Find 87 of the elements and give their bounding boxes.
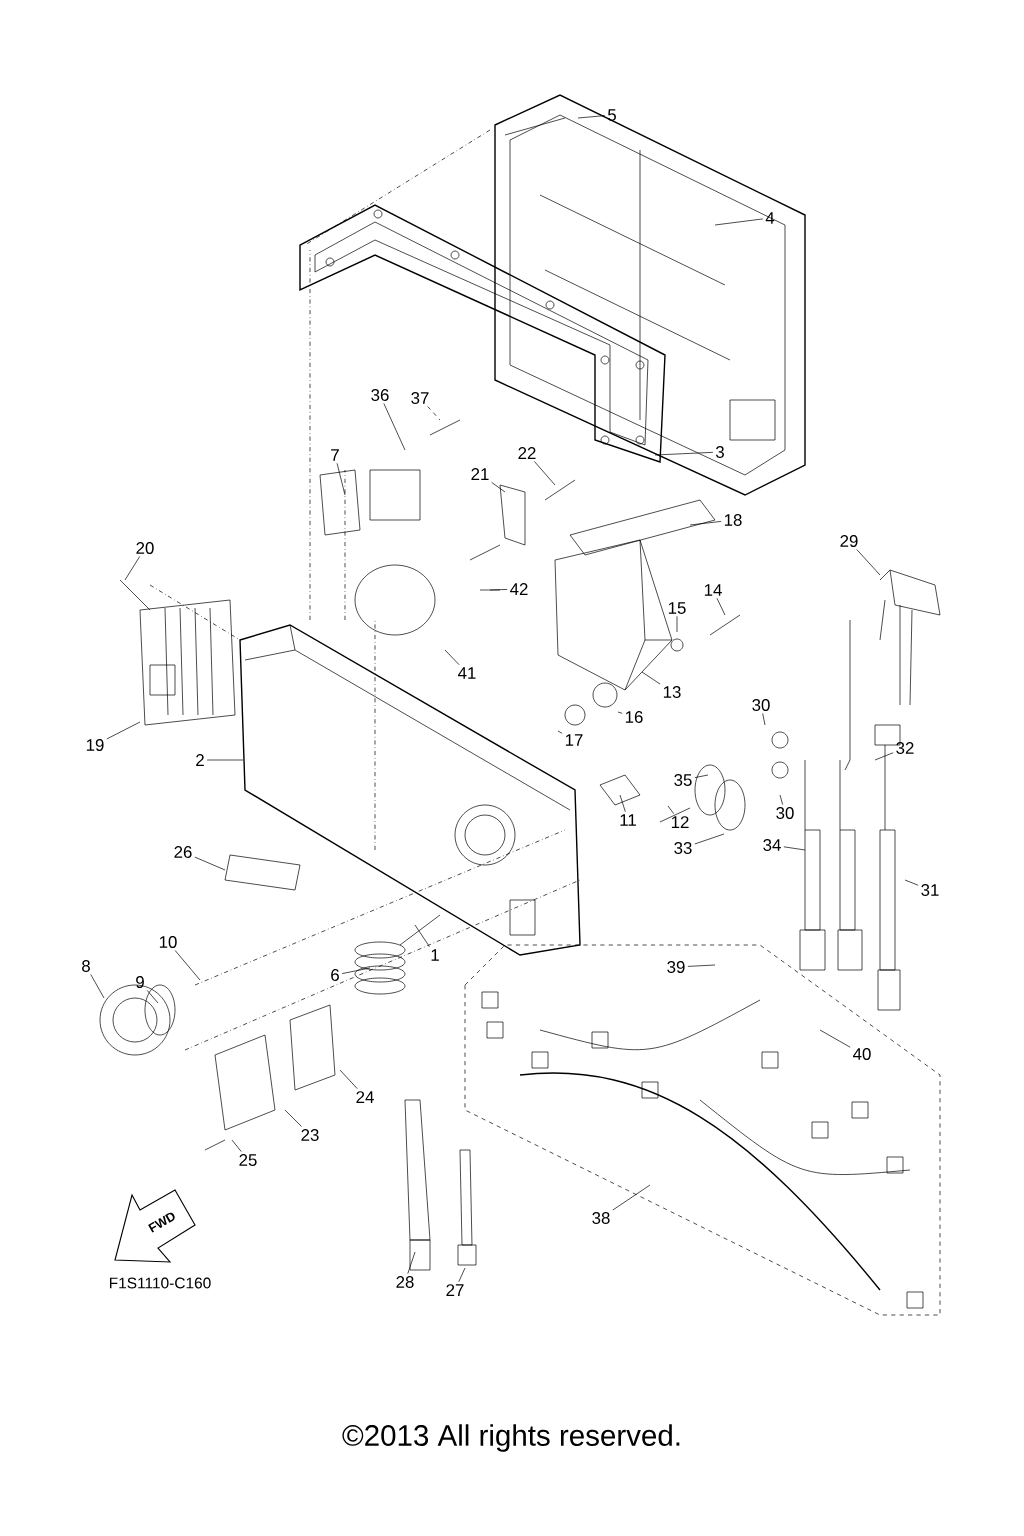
callout-number: 4 — [765, 212, 775, 224]
leader-line — [124, 556, 141, 581]
callout-number: 40 — [853, 1048, 871, 1060]
callout-number: 34 — [763, 839, 781, 851]
callout-number: 1 — [431, 949, 439, 961]
leader-line — [856, 549, 881, 576]
callout-number: 30 — [752, 699, 770, 711]
callout-number: 32 — [896, 742, 914, 754]
leader-line — [617, 711, 623, 714]
callout-number: 3 — [715, 446, 724, 458]
callout-number: 30 — [776, 807, 794, 819]
leader-line — [641, 671, 661, 685]
leader-line — [383, 403, 406, 451]
callout-number: 14 — [704, 584, 722, 596]
leader-line — [676, 616, 678, 633]
callout-number: 28 — [396, 1276, 414, 1288]
callout-number: 2 — [196, 754, 204, 766]
leader-line — [106, 721, 141, 740]
callout-number: 22 — [518, 447, 536, 459]
leader-line — [619, 794, 626, 813]
leader-line — [716, 597, 726, 616]
leader-line — [206, 759, 244, 761]
leader-line — [819, 1029, 851, 1048]
leader-line — [762, 713, 766, 726]
callout-number: 18 — [724, 514, 742, 526]
callout-number: 15 — [668, 602, 686, 614]
leader-line — [779, 794, 783, 805]
callout-number: 19 — [86, 739, 104, 751]
callout-number: 29 — [840, 535, 858, 547]
leader-line — [577, 115, 606, 119]
callout-number: 12 — [671, 816, 689, 828]
callout-number: 6 — [331, 969, 339, 981]
copyright-notice: ©2013 All rights reserved. — [342, 1424, 680, 1452]
leader-line — [174, 950, 201, 981]
callout-number: 33 — [674, 842, 692, 854]
leader-line — [444, 649, 460, 666]
callout-number: 23 — [301, 1129, 319, 1141]
callout-number: 31 — [921, 884, 939, 896]
callout-number: 42 — [510, 583, 528, 595]
callout-number: 27 — [446, 1284, 464, 1296]
leader-line — [689, 521, 722, 526]
callout-number: 5 — [608, 109, 616, 121]
callout-number: 37 — [411, 392, 429, 404]
leader-line — [339, 1069, 358, 1089]
leader-line — [491, 482, 506, 493]
leader-line — [336, 462, 346, 496]
leader-line — [694, 774, 709, 778]
leader-line — [489, 589, 508, 591]
leader-line — [714, 218, 764, 226]
callout-number: 10 — [159, 936, 177, 948]
leader-line — [231, 1139, 242, 1152]
leader-line — [667, 805, 675, 814]
leader-line — [687, 964, 716, 967]
callout-number: 35 — [674, 774, 692, 786]
leader-line — [458, 1267, 466, 1282]
leader-line — [90, 974, 105, 999]
callout-number: 20 — [136, 542, 154, 554]
leader-line — [341, 967, 371, 974]
callout-number: 17 — [565, 734, 583, 746]
callout-number: 26 — [174, 846, 192, 858]
callout-number: 13 — [663, 686, 681, 698]
leader-line — [414, 924, 430, 948]
callout-number: 11 — [620, 814, 636, 826]
callout-number: 24 — [356, 1091, 374, 1103]
callout-number: 7 — [331, 449, 339, 461]
callout-number: 8 — [82, 960, 90, 972]
leader-line — [783, 846, 806, 851]
callout-number: 36 — [371, 389, 389, 401]
leader-line — [612, 1184, 651, 1211]
leader-line — [407, 1251, 416, 1274]
leader-line — [146, 990, 159, 1004]
leader-line — [557, 730, 563, 734]
callout-number: 21 — [471, 468, 489, 480]
leader-line — [874, 752, 894, 761]
callout-number: 38 — [592, 1212, 610, 1224]
callout-number: 9 — [136, 976, 144, 988]
callout-number: 25 — [239, 1154, 257, 1166]
callout-number: 39 — [667, 961, 685, 973]
leader-line — [904, 879, 919, 886]
leader-line — [694, 833, 725, 845]
callout-number: 16 — [625, 711, 643, 723]
callout-number: 41 — [458, 667, 476, 679]
leader-line — [533, 461, 556, 486]
leader-line — [194, 856, 226, 871]
drawing-code: F1S1110-C160 — [110, 1277, 211, 1289]
leader-line — [427, 406, 441, 421]
leader-line — [284, 1109, 302, 1127]
